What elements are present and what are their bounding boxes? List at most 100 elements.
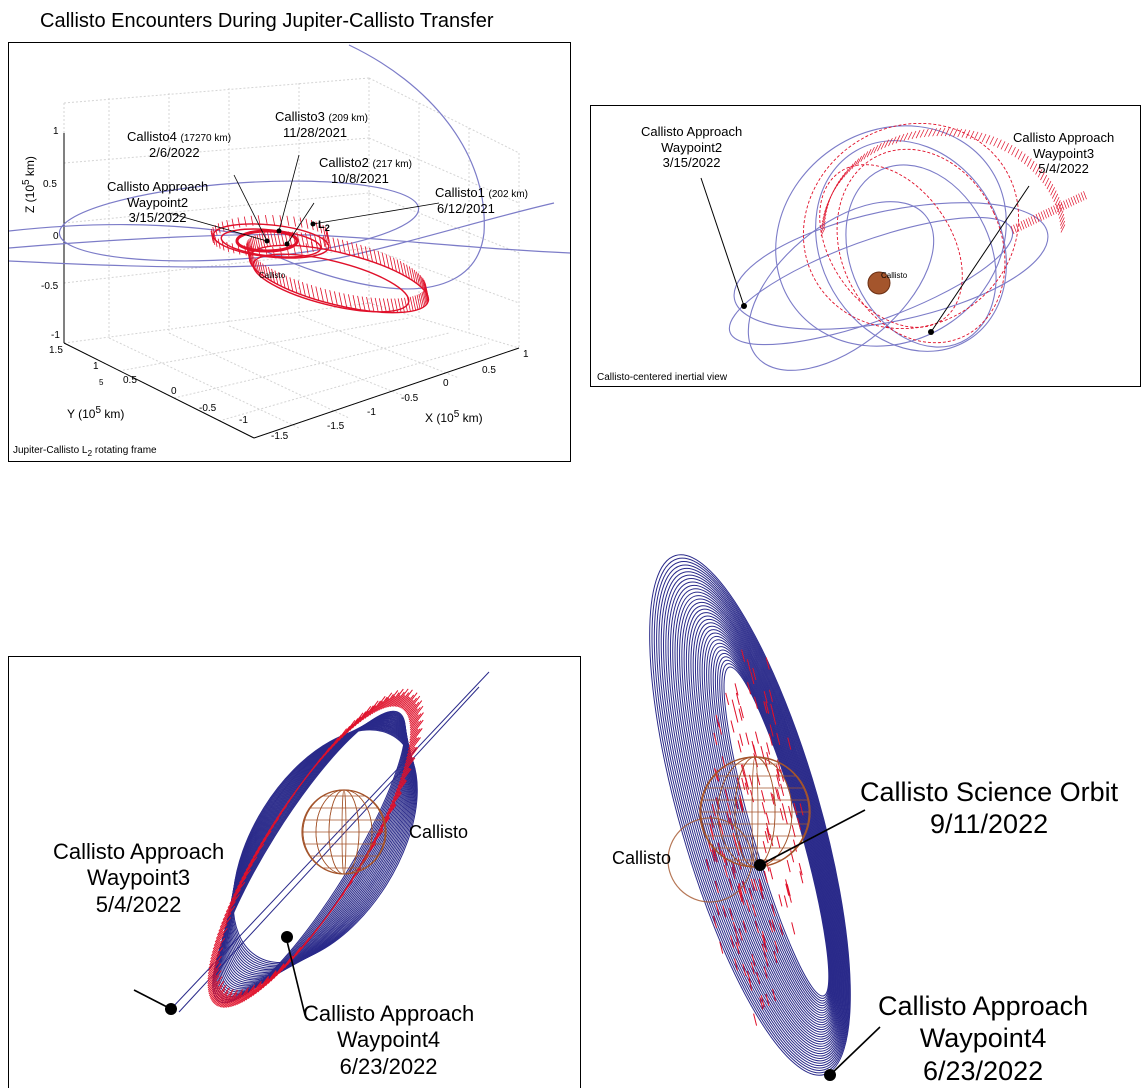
y-tick: 0 <box>171 386 177 397</box>
thrust-vector <box>232 219 234 229</box>
thrust-vector <box>379 298 382 312</box>
thrust-vector <box>311 285 314 299</box>
thrust-vector <box>924 129 928 137</box>
waypoint3-label: Callisto Approach Waypoint3 5/4/2022 <box>1013 130 1114 177</box>
thrust-vector <box>1046 209 1049 217</box>
thrust-vector <box>754 1014 757 1026</box>
thrust-vector <box>839 175 843 183</box>
panel-science-orbit: Callisto Callisto Science Orbit 9/11/202… <box>590 540 1146 1087</box>
thrust-vector <box>1008 145 1012 153</box>
thrust-vector <box>755 732 758 744</box>
y-tick: -1.5 <box>271 431 288 442</box>
thrust-vector <box>1021 221 1024 229</box>
thrust-vector <box>320 288 323 302</box>
thrust-vector <box>333 238 336 252</box>
y-tick: 1 <box>93 361 99 372</box>
y-tick-extra: 5 <box>99 378 103 387</box>
thrust-vector <box>904 133 908 141</box>
callisto3-encounter-label: Callisto3 (209 km) 11/28/2021 <box>275 109 368 141</box>
thrust-vector <box>770 867 773 879</box>
thrust-vector <box>330 290 333 304</box>
thrust-vector <box>994 138 998 146</box>
thrust-vector <box>1047 181 1051 189</box>
thrust-vector <box>835 181 839 189</box>
thrust-vector <box>356 244 359 258</box>
figure-title: Callisto Encounters During Jupiter-Calli… <box>40 10 494 33</box>
thrust-vector <box>982 134 986 142</box>
thrust-vector <box>1081 192 1084 200</box>
thrust-vector <box>726 693 729 705</box>
thrust-vector <box>784 812 787 824</box>
thrust-vector <box>787 860 790 872</box>
x-tick: -1 <box>367 407 376 418</box>
thrust-vector <box>386 254 389 268</box>
thrust-vector <box>286 276 289 290</box>
thrust-vector <box>1051 187 1055 195</box>
thrust-vector <box>410 297 413 311</box>
y-axis-label: Y (105 km) <box>67 405 124 421</box>
thrust-vector <box>881 141 885 149</box>
thrust-vector <box>382 253 385 267</box>
panel-rotating-frame: 1 0.5 0 -0.5 -1 Z (105 km) 1.5 1 0.5 0 -… <box>8 42 571 462</box>
thrust-vector <box>347 241 350 255</box>
y-tick: -1 <box>239 415 248 426</box>
thrust-vector <box>908 132 912 140</box>
thrust-vector <box>784 896 787 908</box>
thrust-vector <box>355 712 366 726</box>
thrust-vector <box>1061 225 1065 233</box>
thrust-vector <box>788 891 791 903</box>
thrust-vector <box>916 130 920 138</box>
thrust-vector <box>334 291 337 305</box>
y-tick: 1.5 <box>49 345 63 356</box>
thrust-vector <box>837 178 841 186</box>
thrust-vector <box>401 298 404 312</box>
thrust-vector <box>738 740 741 752</box>
thrust-vector <box>265 215 267 225</box>
thrust-vector <box>978 133 982 141</box>
thrust-vector <box>1061 221 1065 229</box>
thrust-vector <box>792 922 795 934</box>
thrust-vector <box>372 696 385 714</box>
thrust-vector <box>949 128 953 136</box>
thrust-vector <box>990 137 994 145</box>
thrust-vector <box>877 143 881 151</box>
thrust-vector <box>325 289 328 303</box>
z-tick: 0.5 <box>43 179 57 190</box>
thrust-vector <box>792 825 795 837</box>
thrust-vector <box>777 836 780 848</box>
thrust-vector <box>986 135 990 143</box>
thrust-vector <box>864 151 868 159</box>
panel-inertial-view: Callisto Approach Waypoint2 3/15/2022 Ca… <box>590 105 1141 387</box>
thrust-vector <box>290 277 293 291</box>
thrust-vector <box>1064 201 1067 209</box>
thrust-vector <box>1084 191 1087 199</box>
panel-approach-waypoint3: Callisto Callisto Approach Waypoint3 5/4… <box>8 656 581 1088</box>
thrust-vector <box>842 172 846 180</box>
thrust-vector <box>920 130 924 138</box>
thrust-vector <box>307 284 310 298</box>
thrust-vector <box>294 279 297 293</box>
waypoint4-label: Callisto Approach Waypoint4 6/23/2022 <box>303 1001 474 1080</box>
waypoint2-label: Callisto Approach Waypoint2 3/15/2022 <box>107 179 208 226</box>
thrust-vector <box>740 734 743 746</box>
z-tick: -0.5 <box>41 281 58 292</box>
thrust-vector <box>1049 208 1052 216</box>
thrust-vector <box>277 231 280 245</box>
callisto-label: Callisto <box>259 271 285 280</box>
thrust-vector <box>732 700 735 712</box>
thrust-vector <box>397 259 400 273</box>
thrust-vector <box>273 215 275 225</box>
thrust-vector <box>974 132 978 140</box>
thrust-vector <box>1074 196 1077 204</box>
thrust-vector <box>1076 195 1079 203</box>
science-orbit-label: Callisto Science Orbit 9/11/2022 <box>860 776 1118 841</box>
thrust-vector <box>316 286 319 300</box>
panel-caption: Callisto-centered inertial view <box>597 372 727 383</box>
z-tick: 1 <box>53 126 59 137</box>
thrust-vector <box>937 128 941 136</box>
waypoint4-label: Callisto Approach Waypoint4 6/23/2022 <box>878 990 1088 1087</box>
thrust-vector <box>912 131 916 139</box>
callisto-label: Callisto <box>409 822 468 844</box>
x-tick: 0.5 <box>482 365 496 376</box>
thrust-vector <box>1029 218 1032 226</box>
